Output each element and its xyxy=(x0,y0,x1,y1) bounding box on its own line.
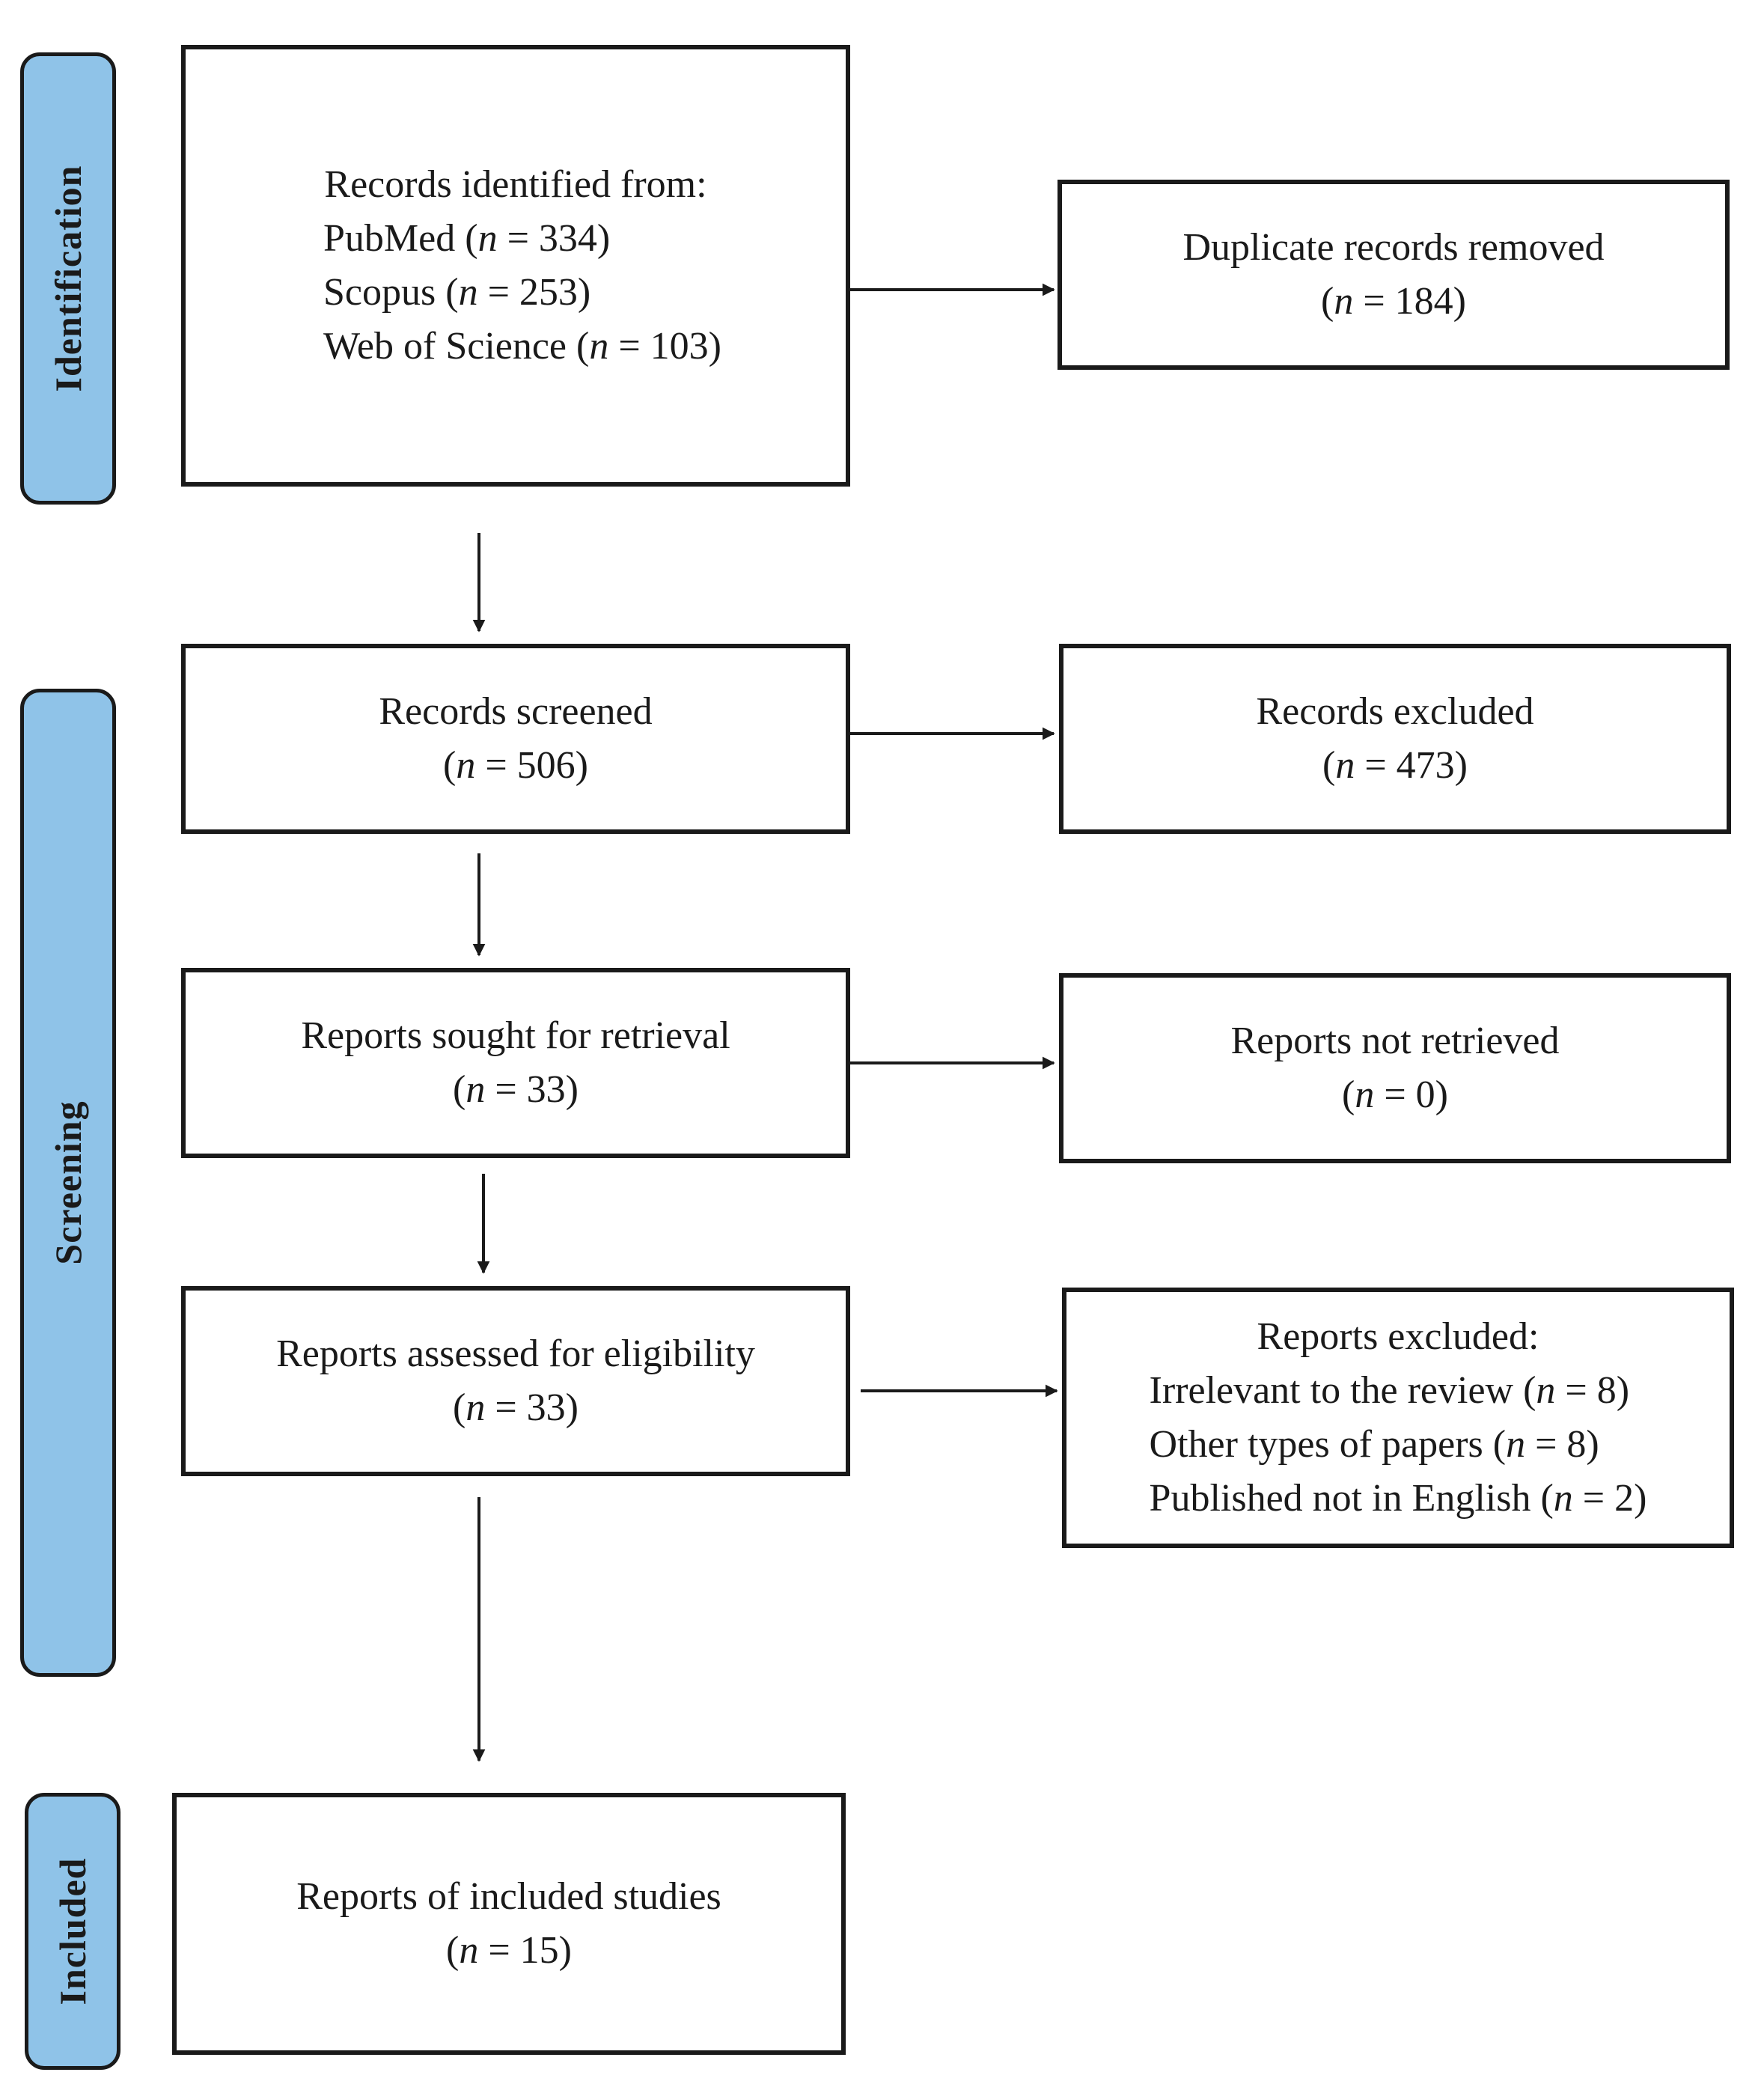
reports-excluded-box: Reports excluded: Irrelevant to the revi… xyxy=(1062,1288,1734,1548)
included-studies-title: Reports of included studies xyxy=(296,1875,721,1918)
duplicates-removed-box: Duplicate records removed (n = 184) xyxy=(1058,180,1730,370)
source-pubmed: PubMed (n = 334) xyxy=(323,217,611,260)
reports-excluded-heading: Reports excluded: xyxy=(1257,1315,1539,1358)
source-web-of-science: Web of Science (n = 103) xyxy=(323,325,721,368)
duplicates-removed-title: Duplicate records removed xyxy=(1182,226,1605,269)
reports-sought-box: Reports sought for retrieval (n = 33) xyxy=(181,968,850,1158)
reason-other-types: Other types of papers (n = 8) xyxy=(1149,1423,1599,1466)
reports-not-retrieved-box: Reports not retrieved (n = 0) xyxy=(1059,973,1731,1163)
reason-not-english: Published not in English (n = 2) xyxy=(1149,1477,1647,1520)
records-excluded-count: (n = 473) xyxy=(1322,744,1468,787)
reports-sought-count: (n = 33) xyxy=(453,1068,579,1111)
duplicates-removed-count: (n = 184) xyxy=(1321,280,1466,323)
phase-included: Included xyxy=(25,1793,120,2070)
reason-irrelevant: Irrelevant to the review (n = 8) xyxy=(1149,1369,1630,1412)
reports-sought-title: Reports sought for retrieval xyxy=(301,1014,730,1057)
included-studies-count: (n = 15) xyxy=(446,1929,572,1972)
records-excluded-box: Records excluded (n = 473) xyxy=(1059,644,1731,834)
records-identified-heading: Records identified from: xyxy=(324,163,707,206)
records-identified-box: Records identified from: PubMed (n = 334… xyxy=(181,45,850,487)
included-studies-box: Reports of included studies (n = 15) xyxy=(172,1793,846,2055)
records-screened-count: (n = 506) xyxy=(443,744,588,787)
records-screened-title: Records screened xyxy=(379,690,653,733)
phase-identification: Identification xyxy=(20,52,116,505)
reports-not-retrieved-title: Reports not retrieved xyxy=(1230,1020,1560,1062)
source-scopus: Scopus (n = 253) xyxy=(323,271,591,314)
phase-screening: Screening xyxy=(20,689,116,1677)
reports-assessed-title: Reports assessed for eligibility xyxy=(276,1332,755,1375)
reports-assessed-box: Reports assessed for eligibility (n = 33… xyxy=(181,1286,850,1476)
records-screened-box: Records screened (n = 506) xyxy=(181,644,850,834)
reports-not-retrieved-count: (n = 0) xyxy=(1342,1073,1448,1116)
records-excluded-title: Records excluded xyxy=(1256,690,1534,733)
reports-assessed-count: (n = 33) xyxy=(453,1386,579,1429)
